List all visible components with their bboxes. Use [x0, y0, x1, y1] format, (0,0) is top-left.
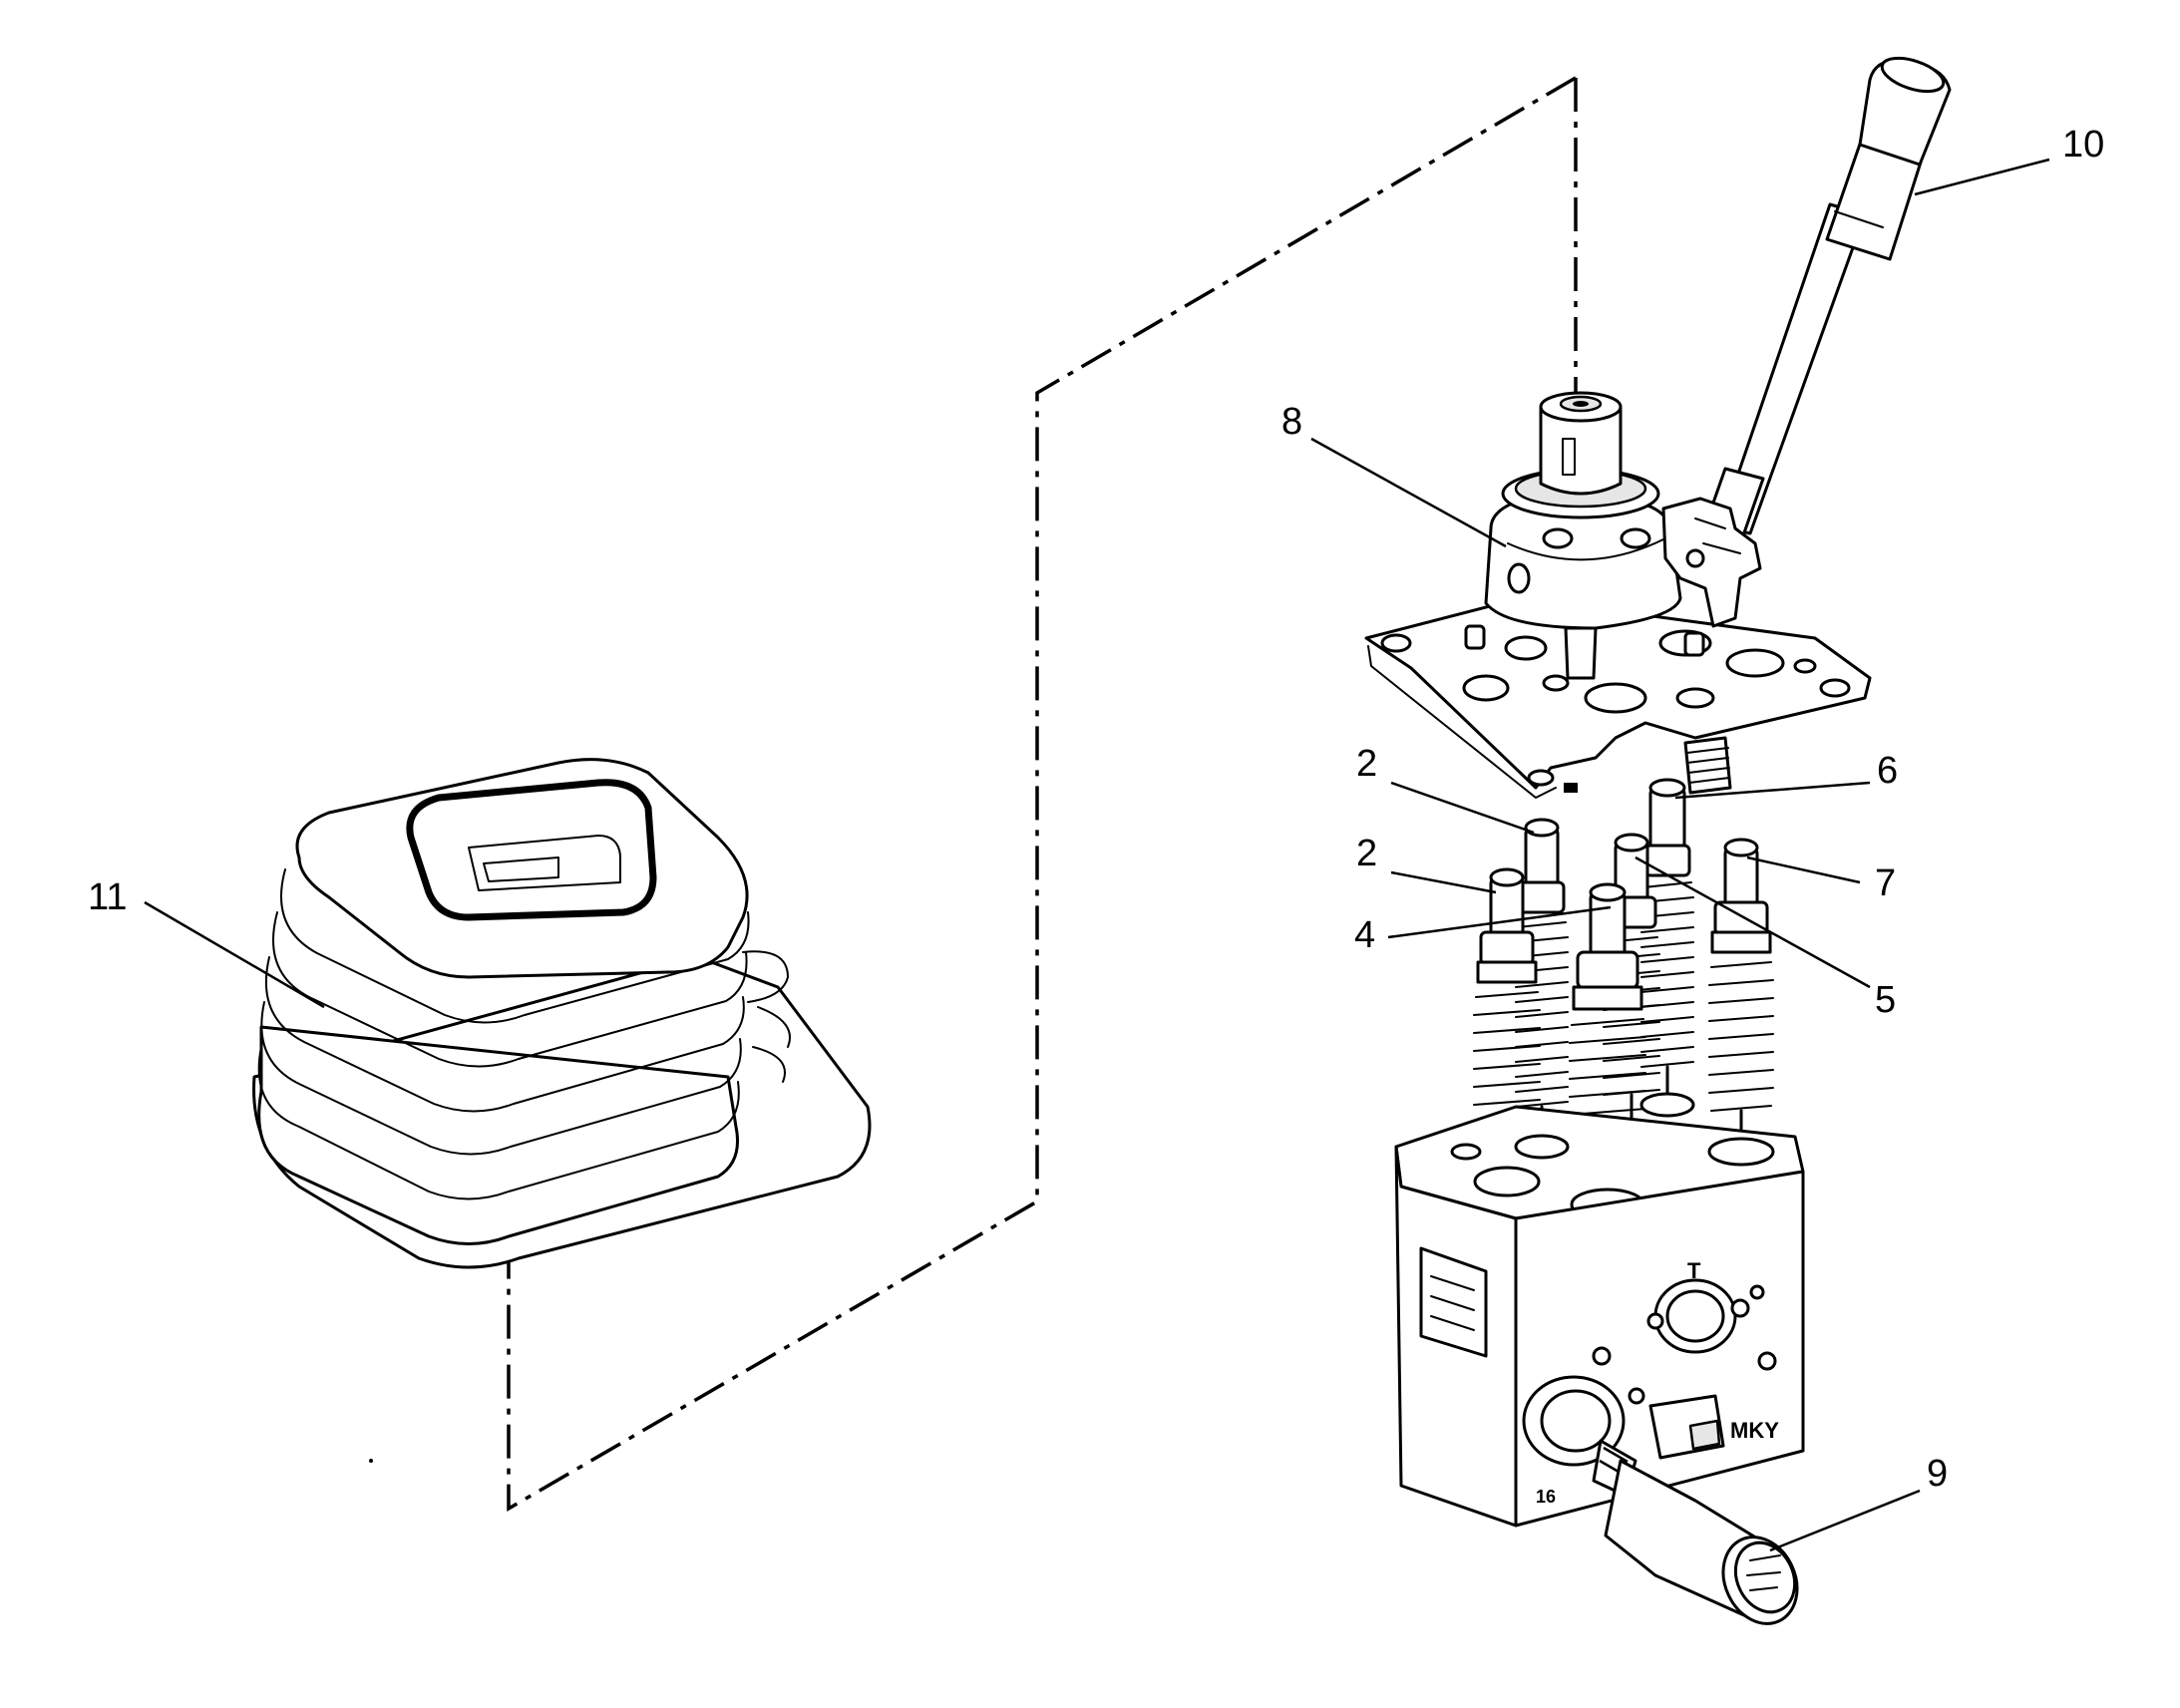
- part-10-lever-handle: [1695, 56, 1952, 560]
- assembly-guide-line: [507, 76, 1578, 1513]
- block-serial-text: 16: [1536, 1487, 1556, 1507]
- callout-9: 9: [1927, 1453, 1948, 1495]
- callout-5: 5: [1875, 979, 1896, 1021]
- plunger-6: [1640, 778, 1694, 1104]
- callout-2-lower: 2: [1356, 833, 1377, 874]
- callout-7: 7: [1875, 862, 1896, 904]
- callout-leaders: [144, 158, 2050, 1552]
- brand-marking: MKY: [1730, 1418, 1779, 1443]
- part-8-top-plate-assembly: [1364, 391, 1872, 799]
- callout-labels: 10 8 2 2 6 7 4 5 11 9: [88, 124, 2104, 1495]
- plunger-4: [1569, 882, 1646, 1206]
- plunger-assemblies: [1473, 778, 1774, 1206]
- callout-6: 6: [1877, 750, 1898, 792]
- part-11-rubber-boot: [252, 758, 872, 1269]
- callout-8: 8: [1281, 401, 1302, 443]
- callout-10: 10: [2062, 124, 2104, 166]
- callout-2-upper: 2: [1356, 743, 1377, 785]
- plunger-2-upper: [1515, 818, 1569, 1149]
- part-9-solenoid: [1592, 1439, 1799, 1625]
- valve-body-block: T 16 MKY: [1394, 1092, 1805, 1528]
- port-t-label: T: [1687, 1258, 1701, 1283]
- plate-spring: [1683, 736, 1732, 795]
- callout-11: 11: [88, 876, 127, 918]
- callout-4: 4: [1354, 914, 1375, 956]
- plunger-7: [1708, 838, 1774, 1156]
